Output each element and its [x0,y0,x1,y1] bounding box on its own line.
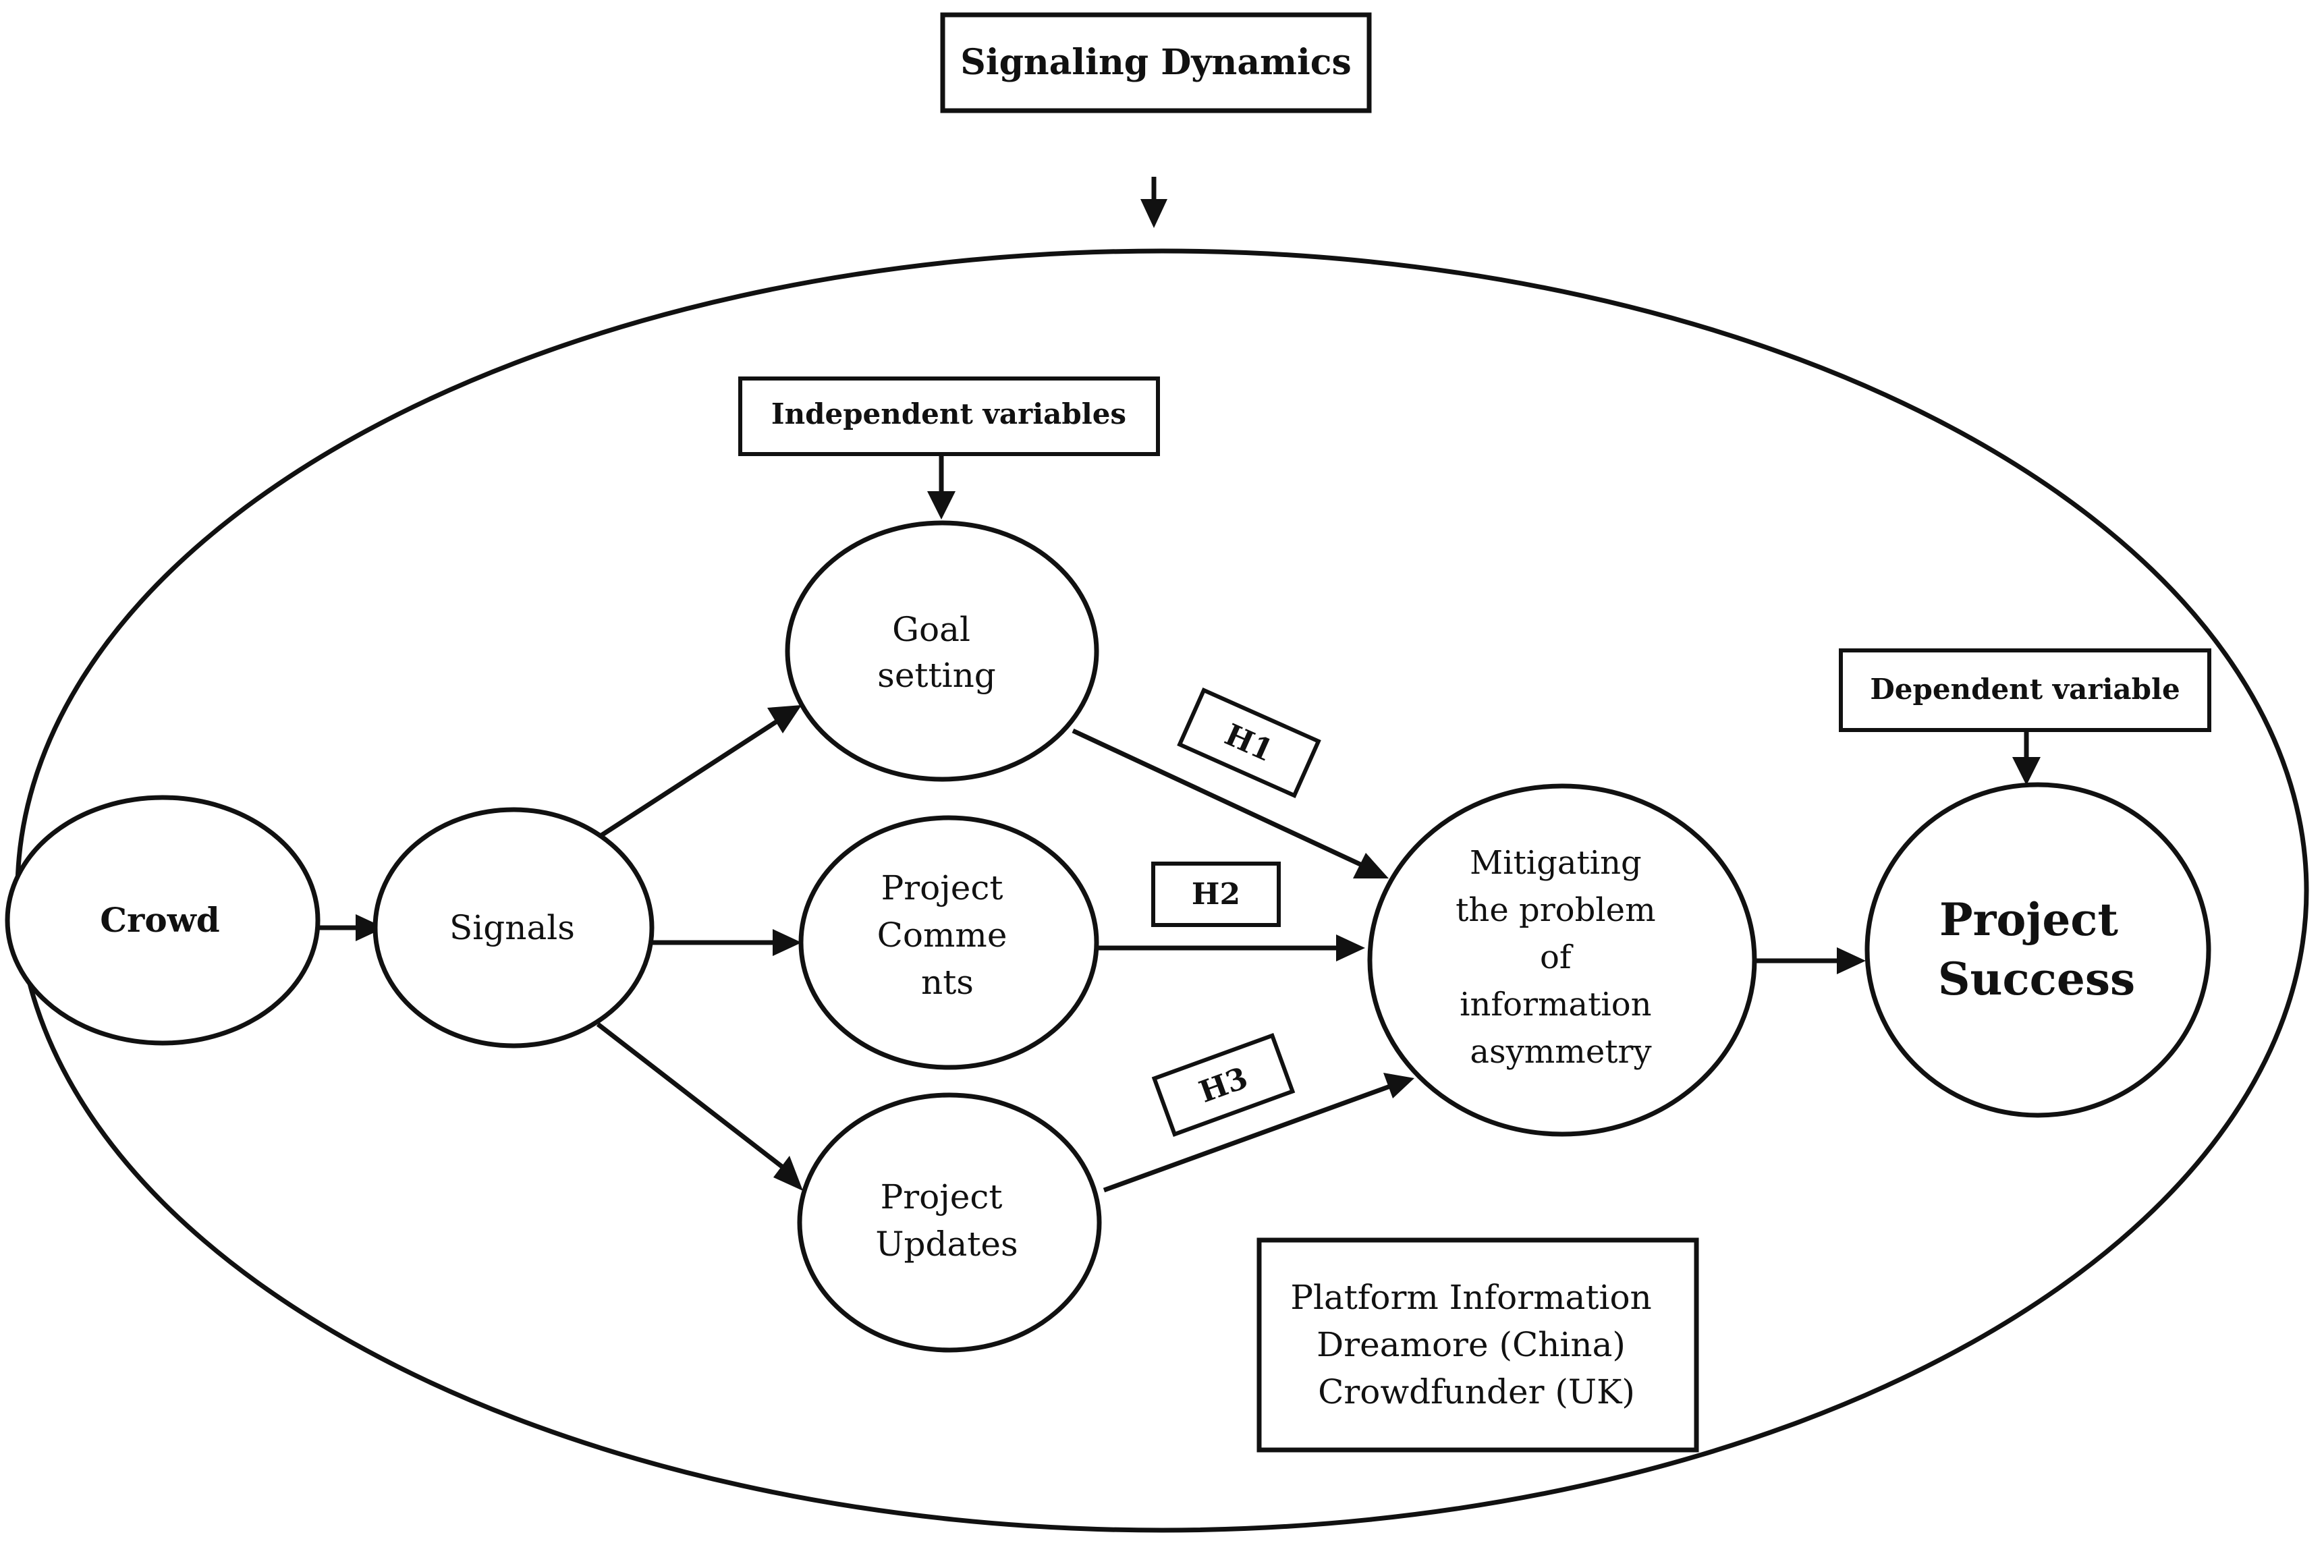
edge-mitigating-success [1756,947,1866,974]
hypothesis-h3-box: H3 [1151,1033,1296,1137]
signals-label: Signals [449,908,575,947]
hypothesis-h1-box: H1 [1177,688,1321,798]
edge-signals-goal [596,705,802,840]
signaling-dynamics-label: Signaling Dynamics [960,42,1351,83]
edge-signals-comments [651,929,802,956]
signals-node: Signals [372,807,655,1048]
goal-setting-label: Goal setting [877,610,996,695]
independent-variables-label: Independent variables [771,397,1126,430]
dependent-variable-label: Dependent variable [1870,673,2180,706]
goal-setting-node: Goal setting [785,520,1099,782]
edge-comments-mitigating [1097,934,1365,961]
dependent-variable-box: Dependent variable [1839,648,2211,732]
hypothesis-h2-box: H2 [1151,862,1281,927]
independent-arrow [927,454,956,520]
signaling-dynamics-box: Signaling Dynamics [940,12,1372,113]
mitigating-label: Mitigating the problem of information as… [1456,844,1666,1071]
mitigating-node: Mitigating the problem of information as… [1367,783,1757,1137]
project-comments-node: Project Comme nts [798,815,1099,1070]
project-success-node: Project Success [1864,782,2211,1118]
edge-signals-updates [596,1022,803,1191]
hypothesis-h2-label: H2 [1192,877,1240,912]
independent-variables-box: Independent variables [738,376,1160,456]
project-comments-label: Project Comme nts [877,868,1018,1002]
dependent-arrow [2012,730,2041,785]
edge-goal-mitigating [1072,728,1389,878]
platform-information-box: Platform Information Dreamore (China) Cr… [1256,1237,1699,1453]
crowd-label: Crowd [100,900,220,940]
project-updates-label: Project Updates [875,1177,1018,1264]
crowd-node: Crowd [5,795,321,1046]
platform-information-label: Platform Information Dreamore (China) Cr… [1290,1278,1662,1411]
project-success-label: Project Success [1938,893,2135,1005]
header-arrow [1140,177,1167,228]
edge-updates-mitigating [1103,1073,1414,1193]
edge-crowd-signals [319,914,385,941]
project-updates-node: Project Updates [797,1092,1102,1353]
